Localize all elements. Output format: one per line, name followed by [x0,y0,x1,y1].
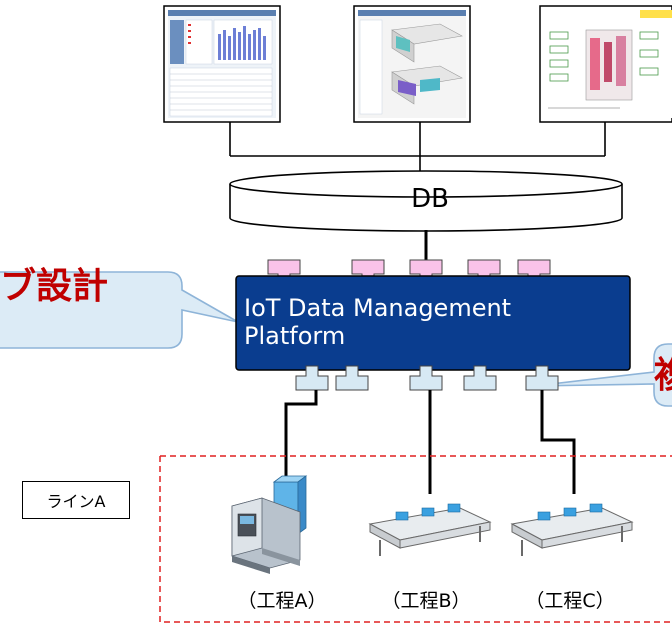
platform-label-line-1: IoT Data Management [244,294,512,322]
monitor-connector-lines [229,122,606,172]
monitor-dashboard [163,5,281,123]
line-a-frame [159,455,672,623]
conveyor-icon-b [368,503,492,556]
monitor-factory-3d [353,5,471,123]
database-cylinder [229,170,623,232]
left-callout-text: ブ設計 [0,266,109,307]
bottom-connector-5 [525,365,559,391]
monitor-layout-map [539,5,672,123]
conveyor-icon-c [510,503,634,556]
process-link-a [284,390,318,520]
platform-label-line-2: Platform [244,322,346,350]
bottom-connectors [295,365,559,391]
right-callout-clip: 複 [652,350,672,406]
bottom-connector-4 [463,365,497,391]
bottom-connector-3 [409,365,443,391]
process-label-c: （工程C） [525,590,615,612]
db-label: DB [411,184,449,214]
right-callout [533,343,672,407]
process-label-a: （工程A） [237,590,327,612]
process-link-c [540,390,576,494]
iot-platform-box [235,275,631,371]
line-a-label: ラインA [22,481,130,519]
bottom-connector-2 [335,365,369,391]
platform-label: IoT Data Management Platform [244,294,624,350]
left-callout-clip: ブ設計 [0,263,182,323]
process-label-b: （工程B） [381,590,471,612]
top-connectors [267,259,551,283]
bottom-connector-1 [295,365,329,391]
left-callout [0,271,239,349]
process-link-lines [284,390,576,520]
right-callout-text: 複 [654,352,672,400]
cnc-machine-icon [231,475,308,574]
